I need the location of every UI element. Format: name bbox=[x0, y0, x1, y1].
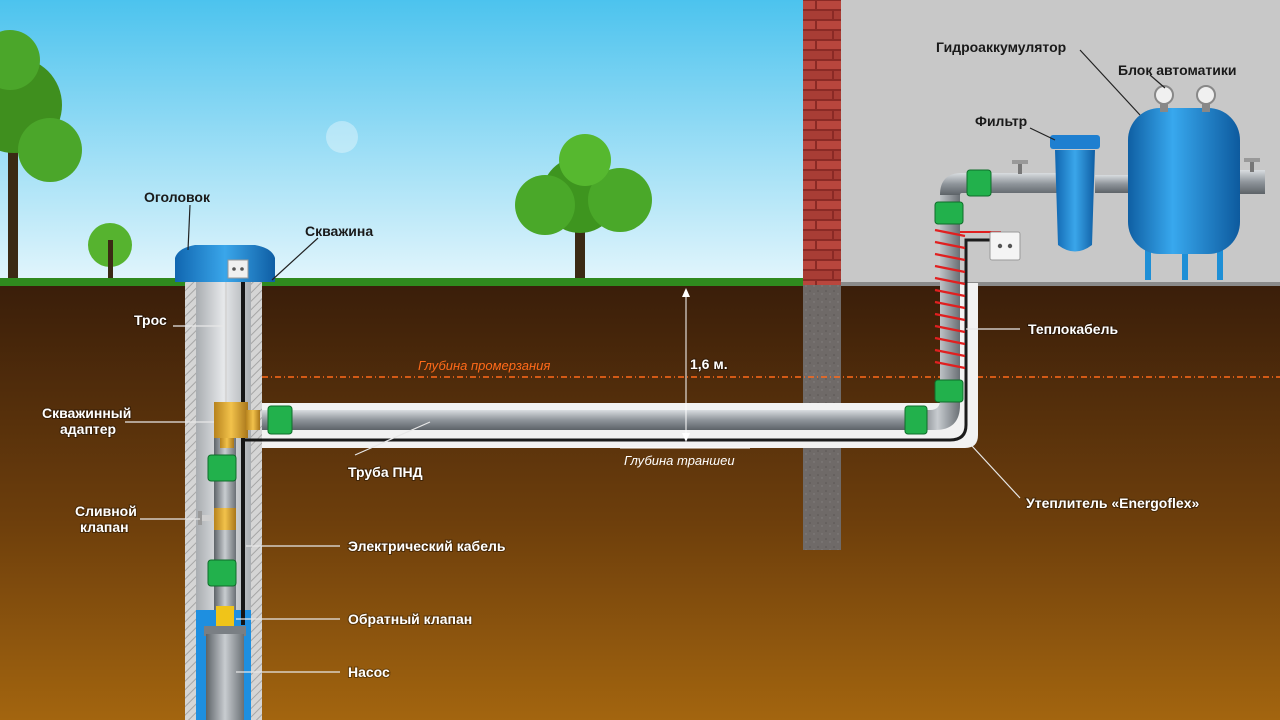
label-freeze-depth: Глубина промерзания bbox=[418, 358, 550, 373]
tree-left-icon bbox=[0, 30, 132, 278]
label-automation: Блок автоматики bbox=[1118, 62, 1237, 78]
sky bbox=[0, 0, 805, 285]
indoor-pipe-outlet bbox=[1240, 170, 1265, 194]
label-check-valve: Обратный клапан bbox=[348, 611, 472, 627]
well-fitting-1 bbox=[207, 454, 237, 482]
grass-line bbox=[0, 278, 805, 286]
tree-middle-icon bbox=[515, 134, 652, 279]
cable-trench bbox=[244, 238, 990, 442]
label-drain-line1: Сливной bbox=[75, 503, 137, 519]
pnd-pipe-horizontal bbox=[262, 410, 917, 430]
indoor-valve-icon bbox=[1018, 162, 1022, 174]
label-heat-cable: Теплокабель bbox=[1028, 321, 1118, 337]
label-adapter-line1: Скважинный bbox=[42, 405, 131, 421]
leader-insulation bbox=[971, 445, 1021, 499]
label-filter: Фильтр bbox=[975, 113, 1027, 129]
label-ogolovok: Оголовок bbox=[144, 189, 211, 205]
accumulator-tank-icon bbox=[1128, 85, 1240, 280]
fittings bbox=[267, 169, 992, 435]
depth-arrow bbox=[620, 288, 750, 449]
pressure-gauge-icon bbox=[1154, 85, 1174, 105]
brick-wall bbox=[803, 0, 841, 285]
label-trench-depth: Глубина траншеи bbox=[624, 453, 735, 468]
label-electric-cable: Электрический кабель bbox=[348, 538, 506, 554]
leader-accumulator bbox=[1079, 49, 1141, 116]
label-pipe: Труба ПНД bbox=[348, 464, 423, 480]
check-valve-icon bbox=[216, 606, 234, 628]
pressure-switch-icon bbox=[1196, 85, 1216, 105]
label-tros: Трос bbox=[134, 312, 167, 328]
label-drain-line2: клапан bbox=[80, 519, 129, 535]
indoor-pipe-segment bbox=[1095, 175, 1135, 193]
indoor-pipe-elbow bbox=[940, 173, 1060, 195]
leader-pipe bbox=[354, 421, 431, 456]
label-pump: Насос bbox=[348, 664, 390, 680]
outlet-valve-icon bbox=[1250, 160, 1254, 172]
leader-ogolovok bbox=[187, 204, 191, 251]
leader-skvazhina bbox=[271, 237, 319, 281]
well-fitting-2 bbox=[207, 559, 237, 587]
label-skvazhina: Скважина bbox=[305, 223, 373, 239]
leader-automation bbox=[1149, 74, 1166, 89]
filter-icon bbox=[1050, 135, 1100, 252]
pump-icon bbox=[204, 626, 246, 720]
leader-filter bbox=[1029, 127, 1056, 141]
drain-valve-icon bbox=[198, 508, 236, 530]
house-floor bbox=[840, 282, 1280, 286]
well-head-cap-icon bbox=[175, 245, 275, 282]
label-adapter-line2: адаптер bbox=[60, 421, 116, 437]
indoor-socket-icon bbox=[989, 231, 1021, 261]
label-depth-value: 1,6 м. bbox=[690, 356, 728, 372]
label-insulation: Утеплитель «Energoflex» bbox=[1026, 495, 1199, 511]
well-adapter-icon bbox=[214, 402, 260, 448]
sun-glare bbox=[326, 121, 358, 153]
insulation-sleeve bbox=[255, 283, 978, 448]
pnd-pipe-riser bbox=[915, 190, 960, 430]
label-accumulator: Гидроаккумулятор bbox=[936, 39, 1066, 55]
